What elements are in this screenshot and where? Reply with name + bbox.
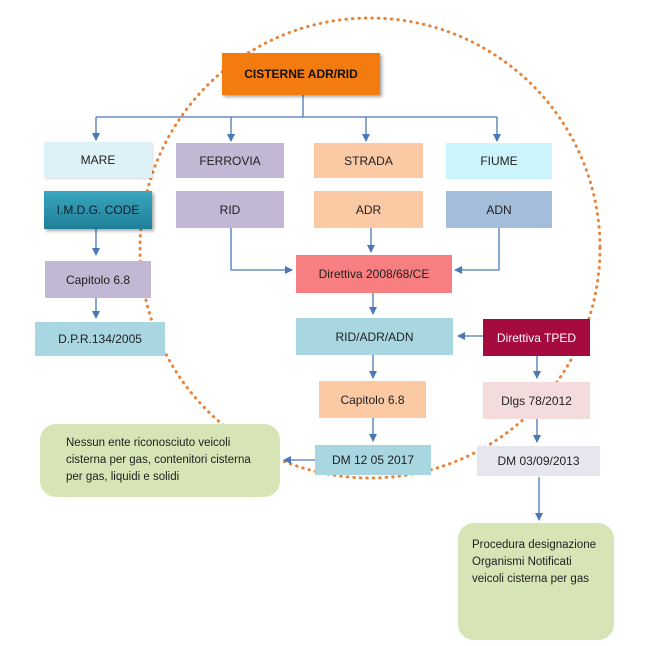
rid-label: RID bbox=[219, 202, 241, 217]
mode-strada: STRADA bbox=[314, 143, 423, 178]
directive-box: Direttiva 2008/68/CE bbox=[296, 255, 452, 293]
adr-label: ADR bbox=[355, 202, 382, 217]
dm-2017-box: DM 12 05 2017 bbox=[315, 445, 431, 475]
dm-2017-label: DM 12 05 2017 bbox=[331, 453, 415, 467]
dpr-label: D.P.R.134/2005 bbox=[58, 332, 142, 346]
note-right: Procedura designazione Organismi Notific… bbox=[458, 523, 614, 640]
connector-rid-directive bbox=[230, 228, 293, 274]
mode-strada-label: STRADA bbox=[344, 153, 393, 168]
imdg-code-label: I.M.D.G. CODE bbox=[56, 203, 140, 217]
root-node-label: CISTERNE ADR/RID bbox=[244, 67, 358, 81]
note-right-text: Procedura designazione Organismi Notific… bbox=[472, 539, 597, 585]
chapter-label: Capitolo 6.8 bbox=[340, 392, 405, 407]
combined-box: RID/ADR/ADN bbox=[296, 318, 453, 355]
mode-fiume-label: FIUME bbox=[480, 154, 518, 168]
mode-ferrovia: FERROVIA bbox=[176, 143, 284, 178]
imdg-code-box: I.M.D.G. CODE bbox=[44, 191, 152, 229]
chapter-box: Capitolo 6.8 bbox=[319, 381, 426, 418]
mode-ferrovia-label: FERROVIA bbox=[199, 153, 261, 168]
combined-label: RID/ADR/ADN bbox=[335, 329, 414, 344]
adr-box: ADR bbox=[314, 191, 423, 228]
sea-chapter-label: Capitolo 6.8 bbox=[65, 272, 131, 287]
adn-box: ADN bbox=[446, 191, 552, 228]
connector-adn-directive bbox=[454, 228, 500, 274]
tped-label: Direttiva TPED bbox=[496, 330, 577, 345]
mode-mare-label: MARE bbox=[80, 153, 116, 167]
root-node: CISTERNE ADR/RID bbox=[222, 53, 380, 95]
adn-label: ADN bbox=[486, 202, 512, 217]
mode-mare: MARE bbox=[44, 142, 152, 178]
note-left-text: Nessun ente riconosciuto veicoli cistern… bbox=[66, 437, 251, 483]
note-left: Nessun ente riconosciuto veicoli cistern… bbox=[40, 424, 280, 497]
tped-box: Direttiva TPED bbox=[483, 319, 590, 356]
connectors bbox=[92, 95, 543, 521]
dotted-circle bbox=[138, 16, 602, 480]
rid-box: RID bbox=[176, 191, 284, 228]
directive-label: Direttiva 2008/68/CE bbox=[318, 267, 430, 281]
dpr-box: D.P.R.134/2005 bbox=[35, 322, 165, 356]
dlgs-label: Dlgs 78/2012 bbox=[501, 393, 572, 408]
mode-fiume: FIUME bbox=[446, 143, 552, 179]
dm-2013-box: DM 03/09/2013 bbox=[477, 446, 600, 476]
dlgs-box: Dlgs 78/2012 bbox=[483, 382, 590, 419]
sea-chapter-box: Capitolo 6.8 bbox=[45, 261, 151, 298]
dm-2013-label: DM 03/09/2013 bbox=[497, 454, 580, 468]
